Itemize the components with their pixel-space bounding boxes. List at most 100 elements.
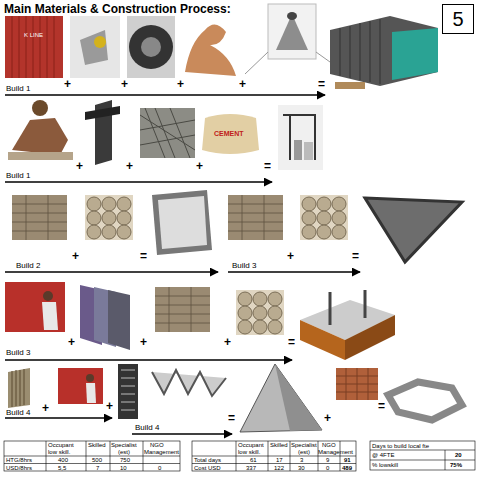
- a-frame: [275, 364, 322, 431]
- hexagon-frame: [388, 382, 462, 420]
- timber-stack: [12, 195, 67, 240]
- worker: [12, 118, 68, 155]
- table-cell: 61: [250, 457, 257, 463]
- build-arrow: [5, 271, 218, 273]
- cement-bag: [202, 114, 259, 154]
- anchor-plate: [268, 4, 316, 59]
- worker: [8, 152, 73, 160]
- table-cell: 400: [58, 457, 68, 463]
- painting-worker: [58, 368, 103, 404]
- container-house: [340, 19, 380, 84]
- operator-sign: +: [64, 78, 71, 90]
- table-cell: Cost USD: [194, 465, 221, 471]
- house-module: [345, 315, 395, 360]
- roof-tiles: [336, 368, 378, 400]
- painting-worker: [86, 374, 94, 382]
- foundation-pier: [278, 105, 323, 170]
- foundation-pier: [304, 142, 313, 160]
- pipe-bundle: [300, 195, 348, 240]
- table-cell: USD/8hrs: [6, 465, 32, 471]
- flexed-arm: [185, 24, 236, 76]
- anchor-plate: [287, 12, 297, 20]
- table-cell: HTG/8hrs: [6, 457, 32, 463]
- tire: [127, 16, 175, 78]
- wall-panel: [158, 196, 207, 249]
- painting-worker: [86, 383, 96, 403]
- table-cell: 337: [246, 465, 256, 471]
- pipe-bundle: [85, 195, 133, 240]
- foundation-pier: [283, 115, 315, 160]
- shipping-container: [12, 16, 54, 78]
- operator-sign: +: [42, 402, 49, 414]
- steel-column: [85, 100, 120, 165]
- painting-worker: [43, 291, 53, 301]
- painting-worker: [42, 302, 58, 330]
- container-house: [392, 28, 438, 80]
- table-cell: low skill.: [238, 449, 260, 455]
- table-cell: % lowskill: [372, 462, 398, 468]
- folded-roof-panel: [152, 370, 226, 396]
- house-module: [300, 320, 345, 360]
- a-frame: [240, 364, 322, 432]
- table-cell: Occupant: [48, 442, 74, 448]
- operator-sign: +: [72, 250, 79, 262]
- build-step: Build 4: [135, 424, 159, 432]
- summary-table: [370, 441, 475, 470]
- triangle-panel: [365, 198, 462, 262]
- build-step: Build 3: [6, 349, 30, 357]
- house-module: [300, 290, 395, 360]
- operator-sign: =: [140, 250, 147, 262]
- build-arrow: [5, 359, 292, 361]
- table-cell: Management: [144, 449, 179, 455]
- corrugated-sheet: [8, 368, 30, 408]
- table-cell: 7: [96, 465, 99, 471]
- page-number-box: 5: [442, 4, 474, 34]
- painting-worker: [5, 282, 65, 332]
- table-cell: 9: [326, 457, 329, 463]
- operator-sign: =: [378, 400, 385, 412]
- wall-panel: [152, 190, 212, 255]
- container-house: [330, 16, 438, 89]
- composite-column: [121, 370, 135, 410]
- timber-stack: [228, 195, 283, 240]
- corrugated-sheet: [8, 368, 30, 408]
- build-step: Build 1: [6, 85, 30, 93]
- build-step: Build 3: [232, 262, 256, 270]
- table-cell: Specialist: [111, 442, 137, 448]
- foundation-pier: [294, 140, 302, 160]
- table-cell: 17: [276, 457, 283, 463]
- cost-table: [192, 441, 356, 471]
- table-cell: 0: [158, 465, 161, 471]
- rebar-cage: [140, 108, 195, 158]
- table-cell: NGO: [150, 442, 164, 448]
- table-cell: 750: [120, 457, 130, 463]
- operator-sign: +: [239, 78, 246, 90]
- build-step: Build 1: [6, 172, 30, 180]
- operator-sign: +: [106, 400, 113, 412]
- timber-stack: [155, 287, 210, 332]
- operator-sign: +: [177, 78, 184, 90]
- operator-sign: =: [264, 160, 271, 172]
- table-cell: (est): [298, 449, 310, 455]
- table-cell: NGO: [322, 442, 336, 448]
- table-cell: 0: [326, 465, 329, 471]
- worker: [32, 100, 48, 116]
- table-cell: Occupant: [238, 442, 264, 448]
- build-arrow: [228, 271, 360, 273]
- table-cell: @ 4FTE: [372, 452, 394, 458]
- foundation-pier: [278, 105, 323, 170]
- table-cell: 75%: [450, 462, 462, 468]
- table-cell: (est): [118, 449, 130, 455]
- steel-bracket: [94, 36, 106, 48]
- table-cell: Days to build local fte: [372, 443, 429, 449]
- shipping-container: [5, 16, 63, 78]
- wall-panel: [152, 190, 212, 255]
- build-arrow: [5, 94, 325, 96]
- build-arrow: [5, 181, 272, 183]
- cost-table: [192, 441, 356, 471]
- tire: [141, 37, 161, 57]
- table-cell: 91: [344, 457, 351, 463]
- steel-column: [85, 106, 120, 120]
- operator-sign: =: [288, 336, 295, 348]
- operator-sign: +: [287, 250, 294, 262]
